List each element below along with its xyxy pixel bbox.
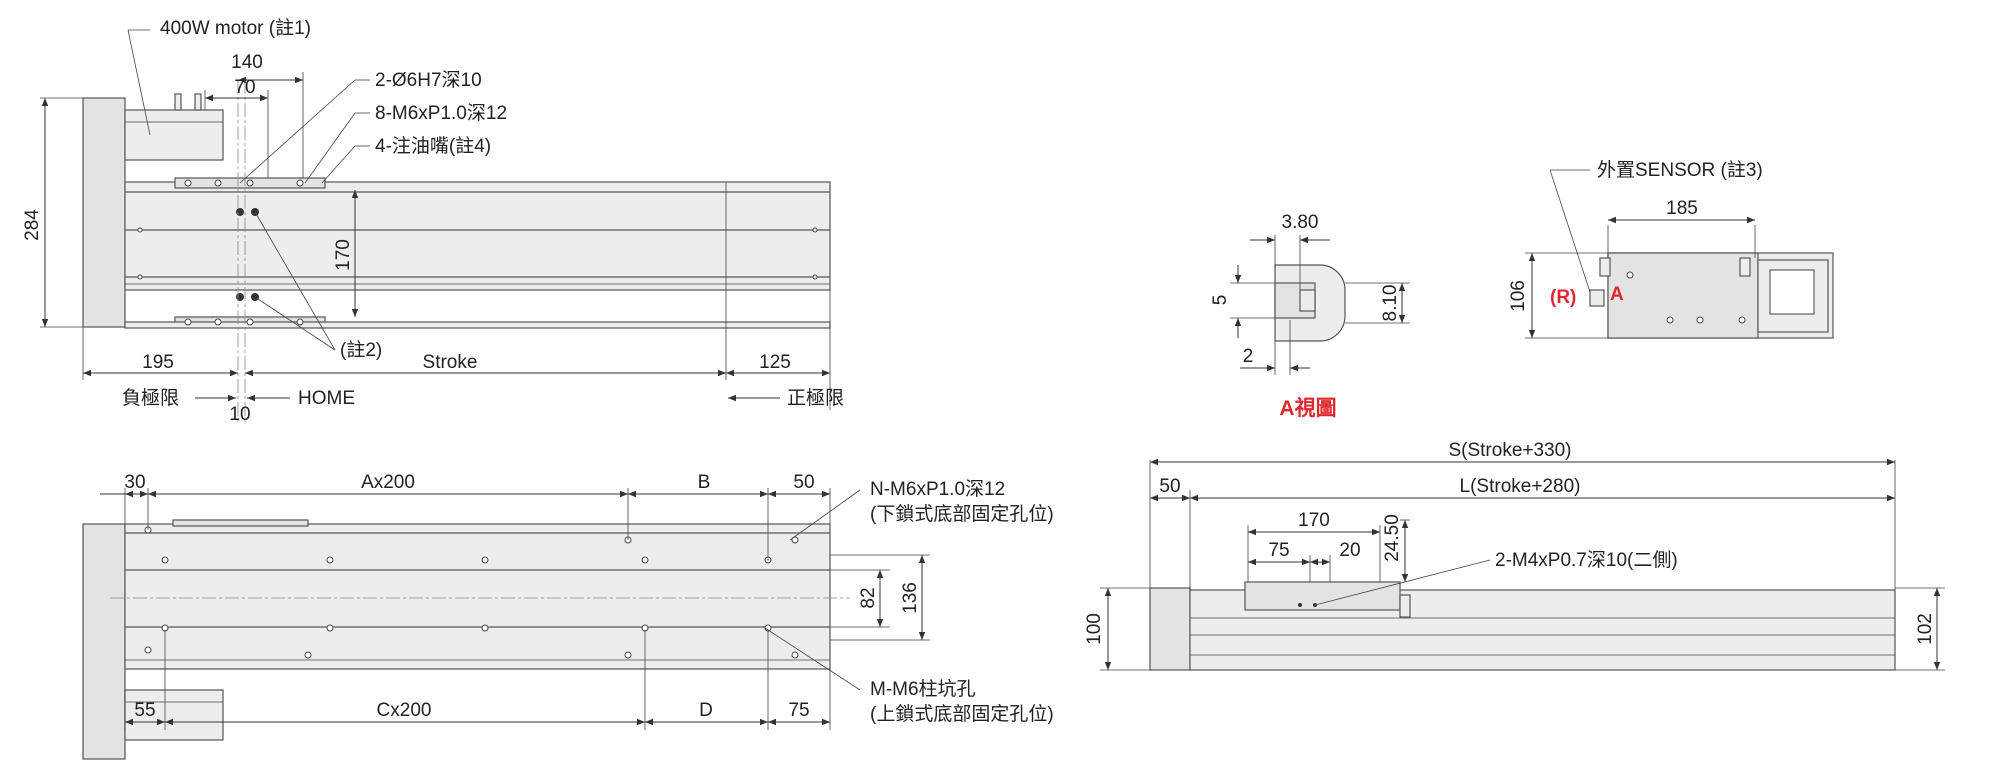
sensor-label: 外置SENSOR (註3) xyxy=(1597,159,1763,181)
dim-170: 170 xyxy=(333,239,354,271)
dim-70: 70 xyxy=(234,77,255,98)
side-dim-170: 170 xyxy=(1298,510,1330,531)
a-view-title: A視圖 xyxy=(1279,397,1336,420)
m-label: M-M6柱坑孔 xyxy=(870,678,976,700)
bottom-rail xyxy=(124,523,831,670)
dim-5: 5 xyxy=(1210,295,1231,306)
rail-body xyxy=(124,181,831,291)
side-callout: 2-M4xP0.7深10(二側) xyxy=(1495,549,1678,571)
n-label: N-M6xP1.0深12 xyxy=(870,478,1005,500)
dim-24-50: 24.50 xyxy=(1382,514,1403,562)
motor-label: 400W motor (註1) xyxy=(160,17,311,39)
l-total: L(Stroke+280) xyxy=(1460,476,1581,497)
stroke-label: Stroke xyxy=(423,352,478,373)
top-view: 284 140 70 170 195 Stroke 125 負極限 HOME 正… xyxy=(22,17,844,425)
dim-82: 82 xyxy=(858,587,879,608)
dim-75: 75 xyxy=(788,700,809,721)
a-label: A xyxy=(1610,284,1624,305)
dim-8-10: 8.10 xyxy=(1380,285,1401,322)
dim-50: 50 xyxy=(793,472,814,493)
dim-55: 55 xyxy=(134,700,155,721)
dim-136: 136 xyxy=(900,582,921,614)
pos-limit: 正極限 xyxy=(787,387,844,409)
cx200-label: Cx200 xyxy=(377,700,432,721)
s-total: S(Stroke+330) xyxy=(1448,440,1571,461)
bottom-view: 30 Ax200 B 50 82 136 55 Cx200 D 75 N-M6x… xyxy=(82,472,1054,760)
bottom-flange xyxy=(82,523,126,760)
side-dim-50: 50 xyxy=(1159,476,1180,497)
a-view: 3.80 5 8.10 2 A視圖 xyxy=(1210,212,1410,420)
dim-106: 106 xyxy=(1508,280,1529,312)
dim-2: 2 xyxy=(1243,346,1254,367)
ax200-label: Ax200 xyxy=(361,472,415,493)
dim-140: 140 xyxy=(231,52,263,73)
motor-flange xyxy=(82,97,126,328)
dim-100: 100 xyxy=(1084,613,1105,645)
dim-30: 30 xyxy=(124,472,145,493)
dim-125: 125 xyxy=(759,352,791,373)
motor-body xyxy=(124,109,224,161)
m-sub: (上鎖式底部固定孔位) xyxy=(870,703,1054,725)
neg-limit: 負極限 xyxy=(122,387,179,409)
dim-3-80: 3.80 xyxy=(1282,212,1319,233)
callout-oil: 4-注油嘴(註4) xyxy=(375,135,491,157)
note-2: (註2) xyxy=(340,339,382,361)
end-view: 185 106 外置SENSOR (註3) (R) A xyxy=(1508,159,1834,339)
dim-284: 284 xyxy=(22,209,43,241)
home-label: HOME xyxy=(298,388,355,409)
side-dim-20: 20 xyxy=(1339,540,1360,561)
callout-pin: 2-Ø6H7深10 xyxy=(375,69,482,91)
dim-195: 195 xyxy=(142,352,174,373)
dim-10: 10 xyxy=(229,404,250,425)
side-dim-75: 75 xyxy=(1268,540,1289,561)
side-carriage xyxy=(1244,581,1401,611)
callout-tap: 8-M6xP1.0深12 xyxy=(375,102,507,124)
n-sub: (下鎖式底部固定孔位) xyxy=(870,503,1054,525)
r-label: (R) xyxy=(1550,287,1576,308)
side-end-block xyxy=(1149,587,1191,671)
side-view: S(Stroke+330) 50 L(Stroke+280) 170 75 20… xyxy=(1084,440,1945,671)
dim-185: 185 xyxy=(1666,198,1698,219)
dim-102: 102 xyxy=(1915,613,1936,645)
dim-b: B xyxy=(698,472,711,493)
dim-d: D xyxy=(699,700,713,721)
